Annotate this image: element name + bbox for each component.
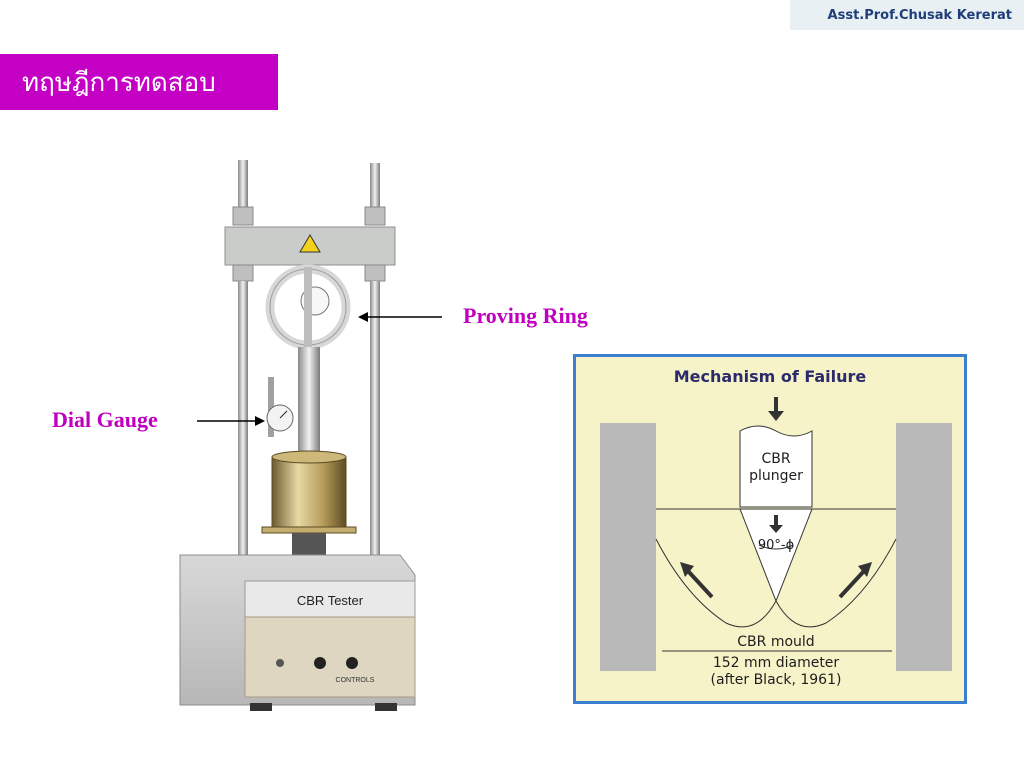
cbr-tester-image: CBR Tester CONTROLS (179, 160, 416, 711)
plunger-label: CBR plunger (740, 451, 812, 485)
dial-gauge-arrow (197, 416, 265, 426)
proving-ring-arrow (358, 312, 442, 322)
failure-diagram (600, 397, 952, 671)
author-credit: Asst.Prof.Chusak Kererat (790, 0, 1024, 30)
mould-caption-line1: CBR mould (737, 634, 815, 650)
plunger-label-line2: plunger (749, 468, 803, 484)
author-text: Asst.Prof.Chusak Kererat (827, 7, 1012, 23)
mould-wall-right (896, 423, 952, 671)
slide-title: ทฤษฎีการทดสอบ (0, 54, 278, 110)
angle-label: 90°-ϕ (757, 538, 795, 553)
slide-title-text: ทฤษฎีการทดสอบ (22, 67, 216, 98)
mould-caption-line3: (after Black, 1961) (710, 672, 842, 688)
dial-gauge-label: Dial Gauge (52, 407, 158, 432)
proving-ring-label: Proving Ring (463, 303, 588, 328)
plunger-label-line1: CBR (761, 451, 791, 467)
mould-caption-line2: 152 mm diameter (712, 655, 840, 671)
failure-mechanism-figure: Mechanism of Failure CBR plunger 90°-ϕ C… (573, 354, 967, 704)
figure-title: Mechanism of Failure (673, 367, 867, 386)
mould-caption: CBR mould 152 mm diameter (after Black, … (666, 634, 886, 689)
machine-brand: CONTROLS (336, 677, 375, 684)
mould-wall-left (600, 423, 656, 671)
machine-panel-label: CBR Tester (297, 593, 364, 608)
